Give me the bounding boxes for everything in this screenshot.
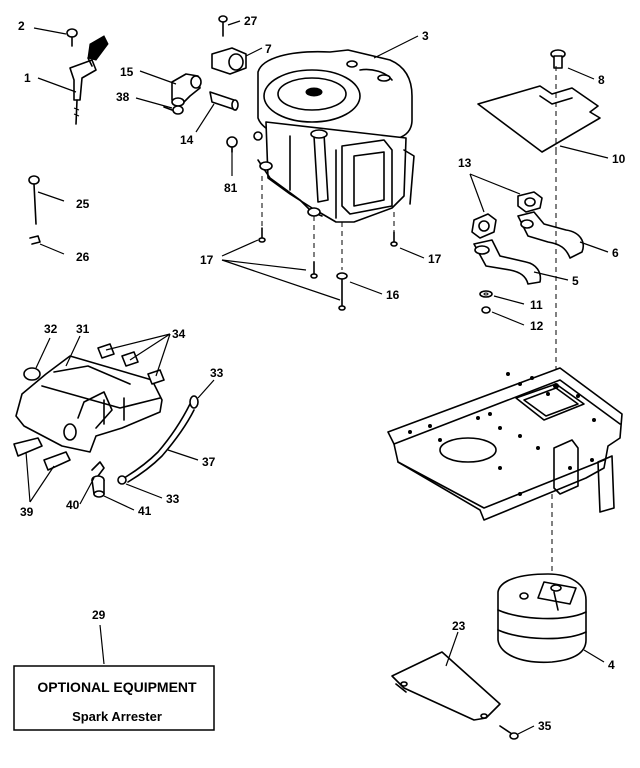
engine-deck-frame [387, 150, 623, 580]
callout-16: 16 [386, 288, 400, 302]
part-26-clip [29, 235, 41, 245]
part-33-clamp-bottom [117, 475, 127, 485]
callout-2: 2 [18, 19, 25, 33]
callout-15: 15 [120, 65, 134, 79]
part-31-dash-panel [15, 355, 163, 453]
callout-7: 7 [265, 42, 272, 56]
part-3-engine [253, 49, 415, 223]
part-7-clamp [211, 47, 247, 75]
callout-32: 32 [44, 322, 58, 336]
part-41-fitting [91, 475, 105, 498]
callout-39: 39 [20, 505, 34, 519]
callout-38: 38 [116, 90, 130, 104]
part-6-exhaust-pipe [517, 211, 584, 259]
part-17-bolts [258, 176, 398, 279]
callout-labels: 2 1 15 38 14 27 7 3 81 17 17 16 25 26 8 … [18, 14, 626, 733]
callout-5: 5 [572, 274, 579, 288]
part-16-bolt [336, 222, 348, 311]
part-23-spark-arrester-screen [391, 651, 501, 721]
callout-34: 34 [172, 327, 186, 341]
part-10-heat-shield [477, 66, 601, 153]
callout-81: 81 [224, 181, 238, 195]
callout-27: 27 [244, 14, 258, 28]
callout-29: 29 [92, 608, 106, 622]
part-8-bolt [550, 49, 566, 69]
part-5-exhaust-pipe [473, 239, 542, 285]
callout-14: 14 [180, 133, 194, 147]
callout-23: 23 [452, 619, 466, 633]
callout-17-right: 17 [428, 252, 442, 266]
callout-33-bottom: 33 [166, 492, 180, 506]
callout-8: 8 [598, 73, 605, 87]
callout-13: 13 [458, 156, 472, 170]
part-12-nut [481, 306, 491, 314]
part-25-pin [28, 175, 40, 225]
callout-3: 3 [422, 29, 429, 43]
leader-lines [25, 20, 609, 735]
part-38-screw [163, 105, 184, 115]
callout-40: 40 [66, 498, 80, 512]
optional-equipment-title: OPTIONAL EQUIPMENT [37, 679, 197, 695]
optional-equipment-box: OPTIONAL EQUIPMENT Spark Arrester [13, 665, 215, 731]
frame-holes [408, 372, 596, 496]
part-35-screw [499, 725, 519, 740]
part-34-decals [97, 343, 165, 385]
part-37-fuel-line [123, 403, 195, 483]
callout-41: 41 [138, 504, 152, 518]
part-32-knob [23, 367, 41, 381]
part-15-elbow-fitting [171, 73, 202, 107]
callout-25: 25 [76, 197, 90, 211]
optional-equipment-subtitle: Spark Arrester [72, 709, 162, 724]
part-13-gaskets [471, 191, 543, 239]
part-4-muffler [497, 573, 587, 664]
callout-17-left: 17 [200, 253, 214, 267]
part-11-washer [479, 290, 493, 298]
part-27-screw [218, 15, 228, 37]
callout-1: 1 [24, 71, 31, 85]
callout-35: 35 [538, 719, 552, 733]
callout-37: 37 [202, 455, 216, 469]
callout-10: 10 [612, 152, 626, 166]
callout-12: 12 [530, 319, 544, 333]
callout-4: 4 [608, 658, 615, 672]
callout-33-top: 33 [210, 366, 224, 380]
part-1-throttle-control [69, 35, 109, 125]
part-14-fuel-line [209, 91, 239, 111]
callout-11: 11 [530, 298, 543, 312]
part-39-decal-strips [13, 437, 71, 471]
part-40-bracket [91, 461, 105, 477]
callout-26: 26 [76, 250, 90, 264]
part-2-screw [66, 28, 78, 47]
callout-6: 6 [612, 246, 619, 260]
part-33-clamp-top [189, 395, 199, 409]
callout-31: 31 [76, 322, 90, 336]
